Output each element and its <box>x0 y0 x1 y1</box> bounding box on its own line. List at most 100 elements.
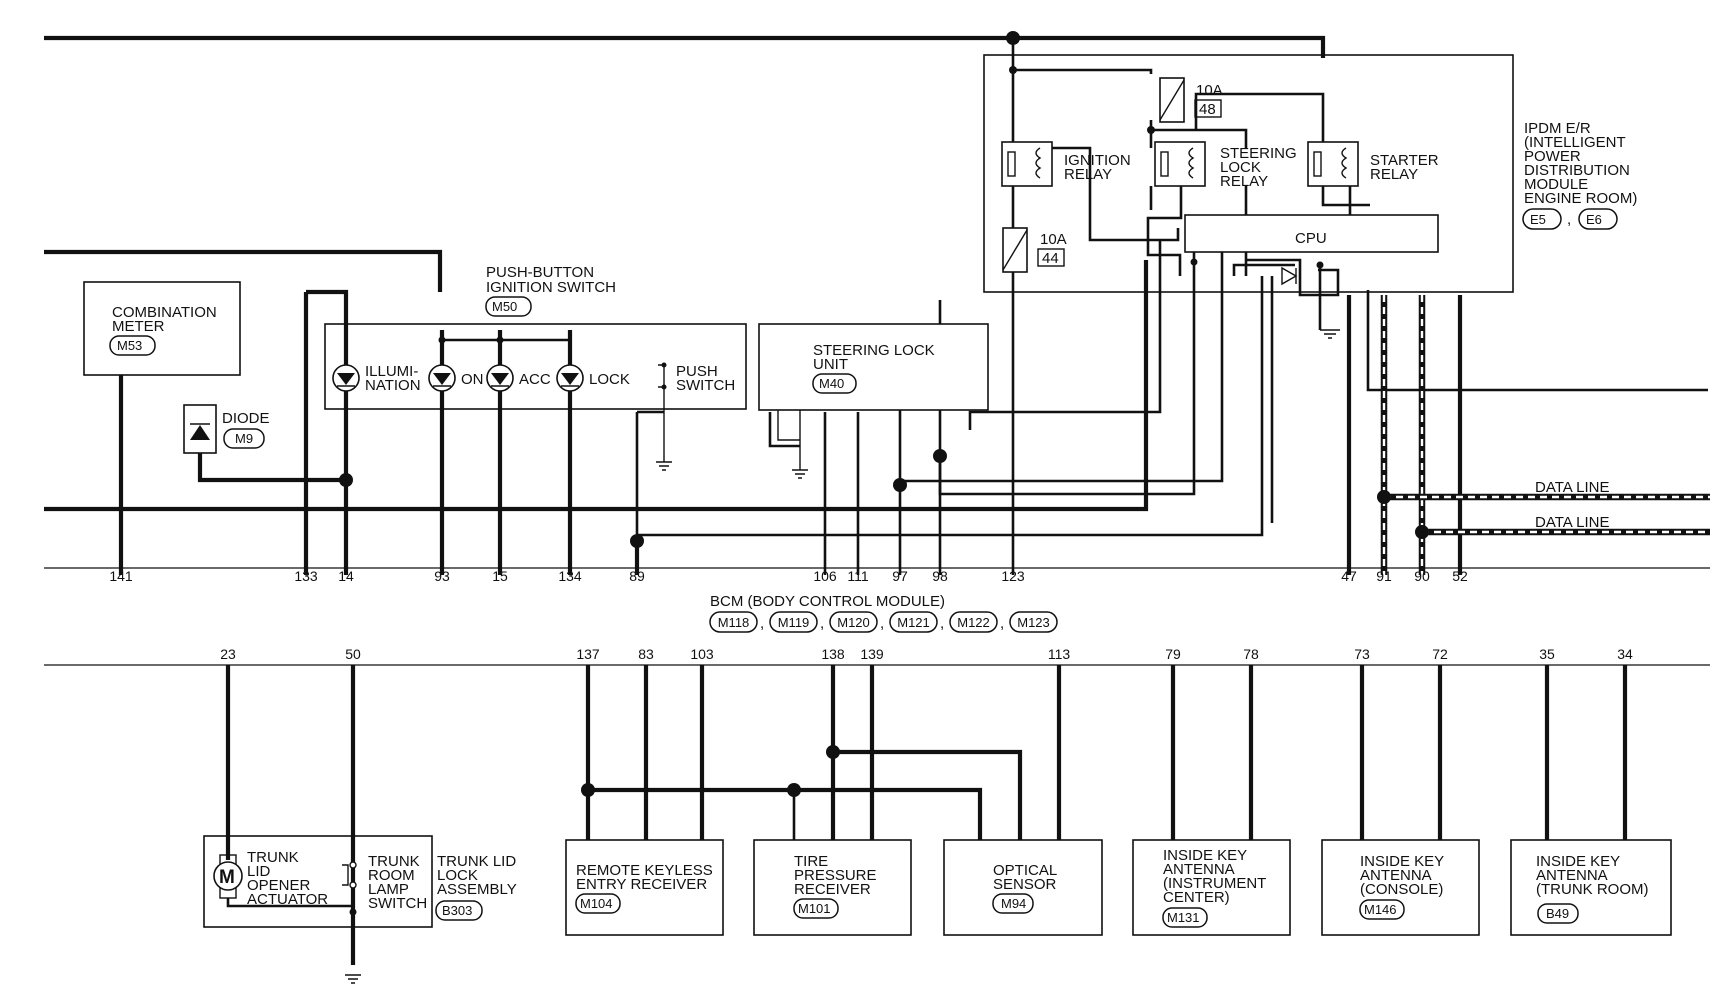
bcm-pin-label: 52 <box>1452 568 1468 584</box>
bcm-connector-pill <box>769 611 818 633</box>
bcm-connector-list: M118,M119,M120,M121,M122,M123 <box>709 611 1058 633</box>
svg-text:TRUNK ROOM LAMP: TRUNK ROOM LAMP SWITCH <box>368 853 427 912</box>
connector-b303: B303 <box>442 903 472 918</box>
trunk-lid-lock-assembly: M TRUNK LID OPENER ACTUATOR TRUNK ROOM L… <box>203 835 520 984</box>
svg-text:TRUNK LID OPENER: TRUNK LID OPENER ACTUATOR <box>247 849 328 908</box>
bcm-pin-label: 111 <box>847 568 868 584</box>
lock-label: LOCK <box>589 371 630 388</box>
cpu-label: CPU <box>1295 230 1327 247</box>
junction-dot <box>1377 490 1391 504</box>
junction-dot <box>826 745 840 759</box>
bcm-pin-label: 98 <box>932 568 948 584</box>
bcm-connector-pill <box>889 611 938 633</box>
junction-dots <box>339 31 1429 916</box>
bcm-pin-label: 113 <box>1048 646 1071 662</box>
acc-led <box>486 364 514 392</box>
bcm-connector-separator: , <box>1000 615 1004 632</box>
push-switch-contact <box>637 362 672 471</box>
junction-dot <box>1190 258 1198 266</box>
bcm-pin-label: 138 <box>821 646 845 662</box>
bcm-connector-separator: , <box>880 615 884 632</box>
wires <box>44 35 1710 965</box>
connector-m53: M53 <box>117 338 142 353</box>
bcm-pin-label: 83 <box>638 646 654 662</box>
diode-label: DIODE <box>222 410 270 427</box>
svg-text:ILLUMI-NATION: ILLUMI-NATION <box>365 363 421 394</box>
bcm-connector-separator: , <box>820 615 824 632</box>
bcm-pin-label: 93 <box>434 568 450 584</box>
connector-m131: M131 <box>1167 910 1200 925</box>
push-switch-title: PUSH-BUTTON IGNITION SWITCH <box>486 264 616 296</box>
connector-b49: B49 <box>1546 906 1569 921</box>
bcm-pin-label: 134 <box>558 568 582 584</box>
trunk-room-lamp-switch <box>342 861 357 889</box>
bcm-connector-label: M119 <box>778 615 810 630</box>
junction-dot <box>349 908 357 916</box>
bcm-pin-label: 123 <box>1001 568 1025 584</box>
bcm-connector-label: M121 <box>897 615 930 630</box>
acc-label: ACC <box>519 371 551 388</box>
bcm-pin-label: 47 <box>1341 568 1357 584</box>
bcm-pin-label: 14 <box>338 568 354 584</box>
connector-m146: M146 <box>1364 902 1397 917</box>
bcm-module: BCM (BODY CONTROL MODULE) M118,M119,M120… <box>44 567 1710 666</box>
bcm-pin-label: 90 <box>1414 568 1430 584</box>
bcm-connector-pill <box>829 611 878 633</box>
push-button-ignition-switch: PUSH-BUTTON IGNITION SWITCH M50 ILLUMI-N… <box>324 264 747 471</box>
bcm-connector-label: M122 <box>957 615 990 630</box>
junction-dot <box>1147 126 1155 134</box>
bcm-connector-label: M123 <box>1017 615 1050 630</box>
data-line-label: DATA LINE <box>1535 479 1609 496</box>
connector-e6: E6 <box>1586 212 1602 227</box>
bcm-pin-label: 139 <box>860 646 884 662</box>
trunk-motor-symbol: M <box>213 854 353 908</box>
connector-m101: M101 <box>798 901 831 916</box>
junction-dot <box>933 449 947 463</box>
bcm-pin-label: 141 <box>109 568 133 584</box>
bcm-pin-label: 89 <box>629 568 645 584</box>
ipdm-title: IPDM E/R (INTELLIGENT POWER DISTRIBUTION… <box>1524 120 1637 207</box>
bcm-pin-label: 23 <box>220 646 236 662</box>
junction-dot <box>630 534 644 548</box>
bcm-pin-label: 78 <box>1243 646 1259 662</box>
bcm-connector-pill <box>709 611 758 633</box>
bcm-pin-label: 50 <box>345 646 361 662</box>
cpu-block <box>1184 214 1439 253</box>
connector-m50: M50 <box>492 299 517 314</box>
bcm-pin-label: 103 <box>690 646 714 662</box>
connector-e5: E5 <box>1530 212 1546 227</box>
junction-dot <box>1009 66 1017 74</box>
connector-separator: , <box>1567 211 1571 228</box>
junction-dot <box>893 478 907 492</box>
junction-dot <box>496 336 504 344</box>
bcm-pin-label: 15 <box>492 568 508 584</box>
lock-led <box>556 364 584 392</box>
fuse-48-rating: 10A <box>1196 82 1223 99</box>
bcm-connector-separator: , <box>940 615 944 632</box>
svg-text:TRUNK LID LOCK ASS: TRUNK LID LOCK ASSEMBLY <box>437 853 520 898</box>
fuse-44-number: 44 <box>1042 250 1059 267</box>
